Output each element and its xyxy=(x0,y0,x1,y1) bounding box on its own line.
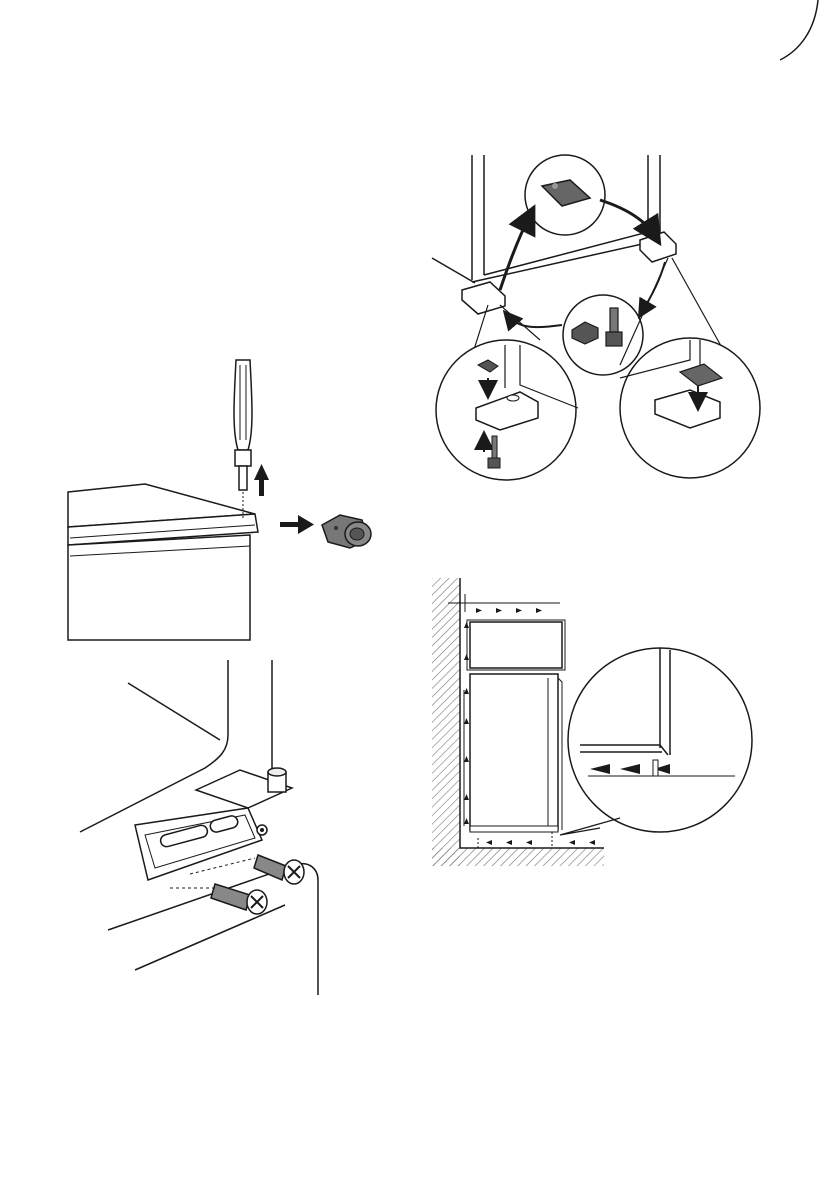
hinge-cover-diagram xyxy=(432,155,760,480)
curved-arrow-icon xyxy=(500,215,530,290)
hinge-bracket-plate xyxy=(135,808,262,880)
up-arrow-icon xyxy=(254,464,269,496)
screwdriver-illustration xyxy=(68,360,371,640)
wall-hatch xyxy=(432,578,460,866)
floor-hatch xyxy=(432,848,604,866)
right-arrow-icon xyxy=(280,515,314,534)
page-edge-mark xyxy=(780,0,818,60)
curved-arrow-icon xyxy=(508,316,562,327)
screw-icon xyxy=(254,855,304,884)
hinge-pin-icon xyxy=(268,768,286,792)
hinge-bracket-illustration xyxy=(80,660,318,995)
airflow-clearance-diagram xyxy=(432,578,752,866)
screw-icon xyxy=(211,884,267,914)
screwdriver-icon xyxy=(234,360,252,518)
curved-arrow-icon xyxy=(642,262,665,312)
hinge-pin-part-icon xyxy=(322,515,371,548)
curved-arrow-icon xyxy=(600,200,655,236)
